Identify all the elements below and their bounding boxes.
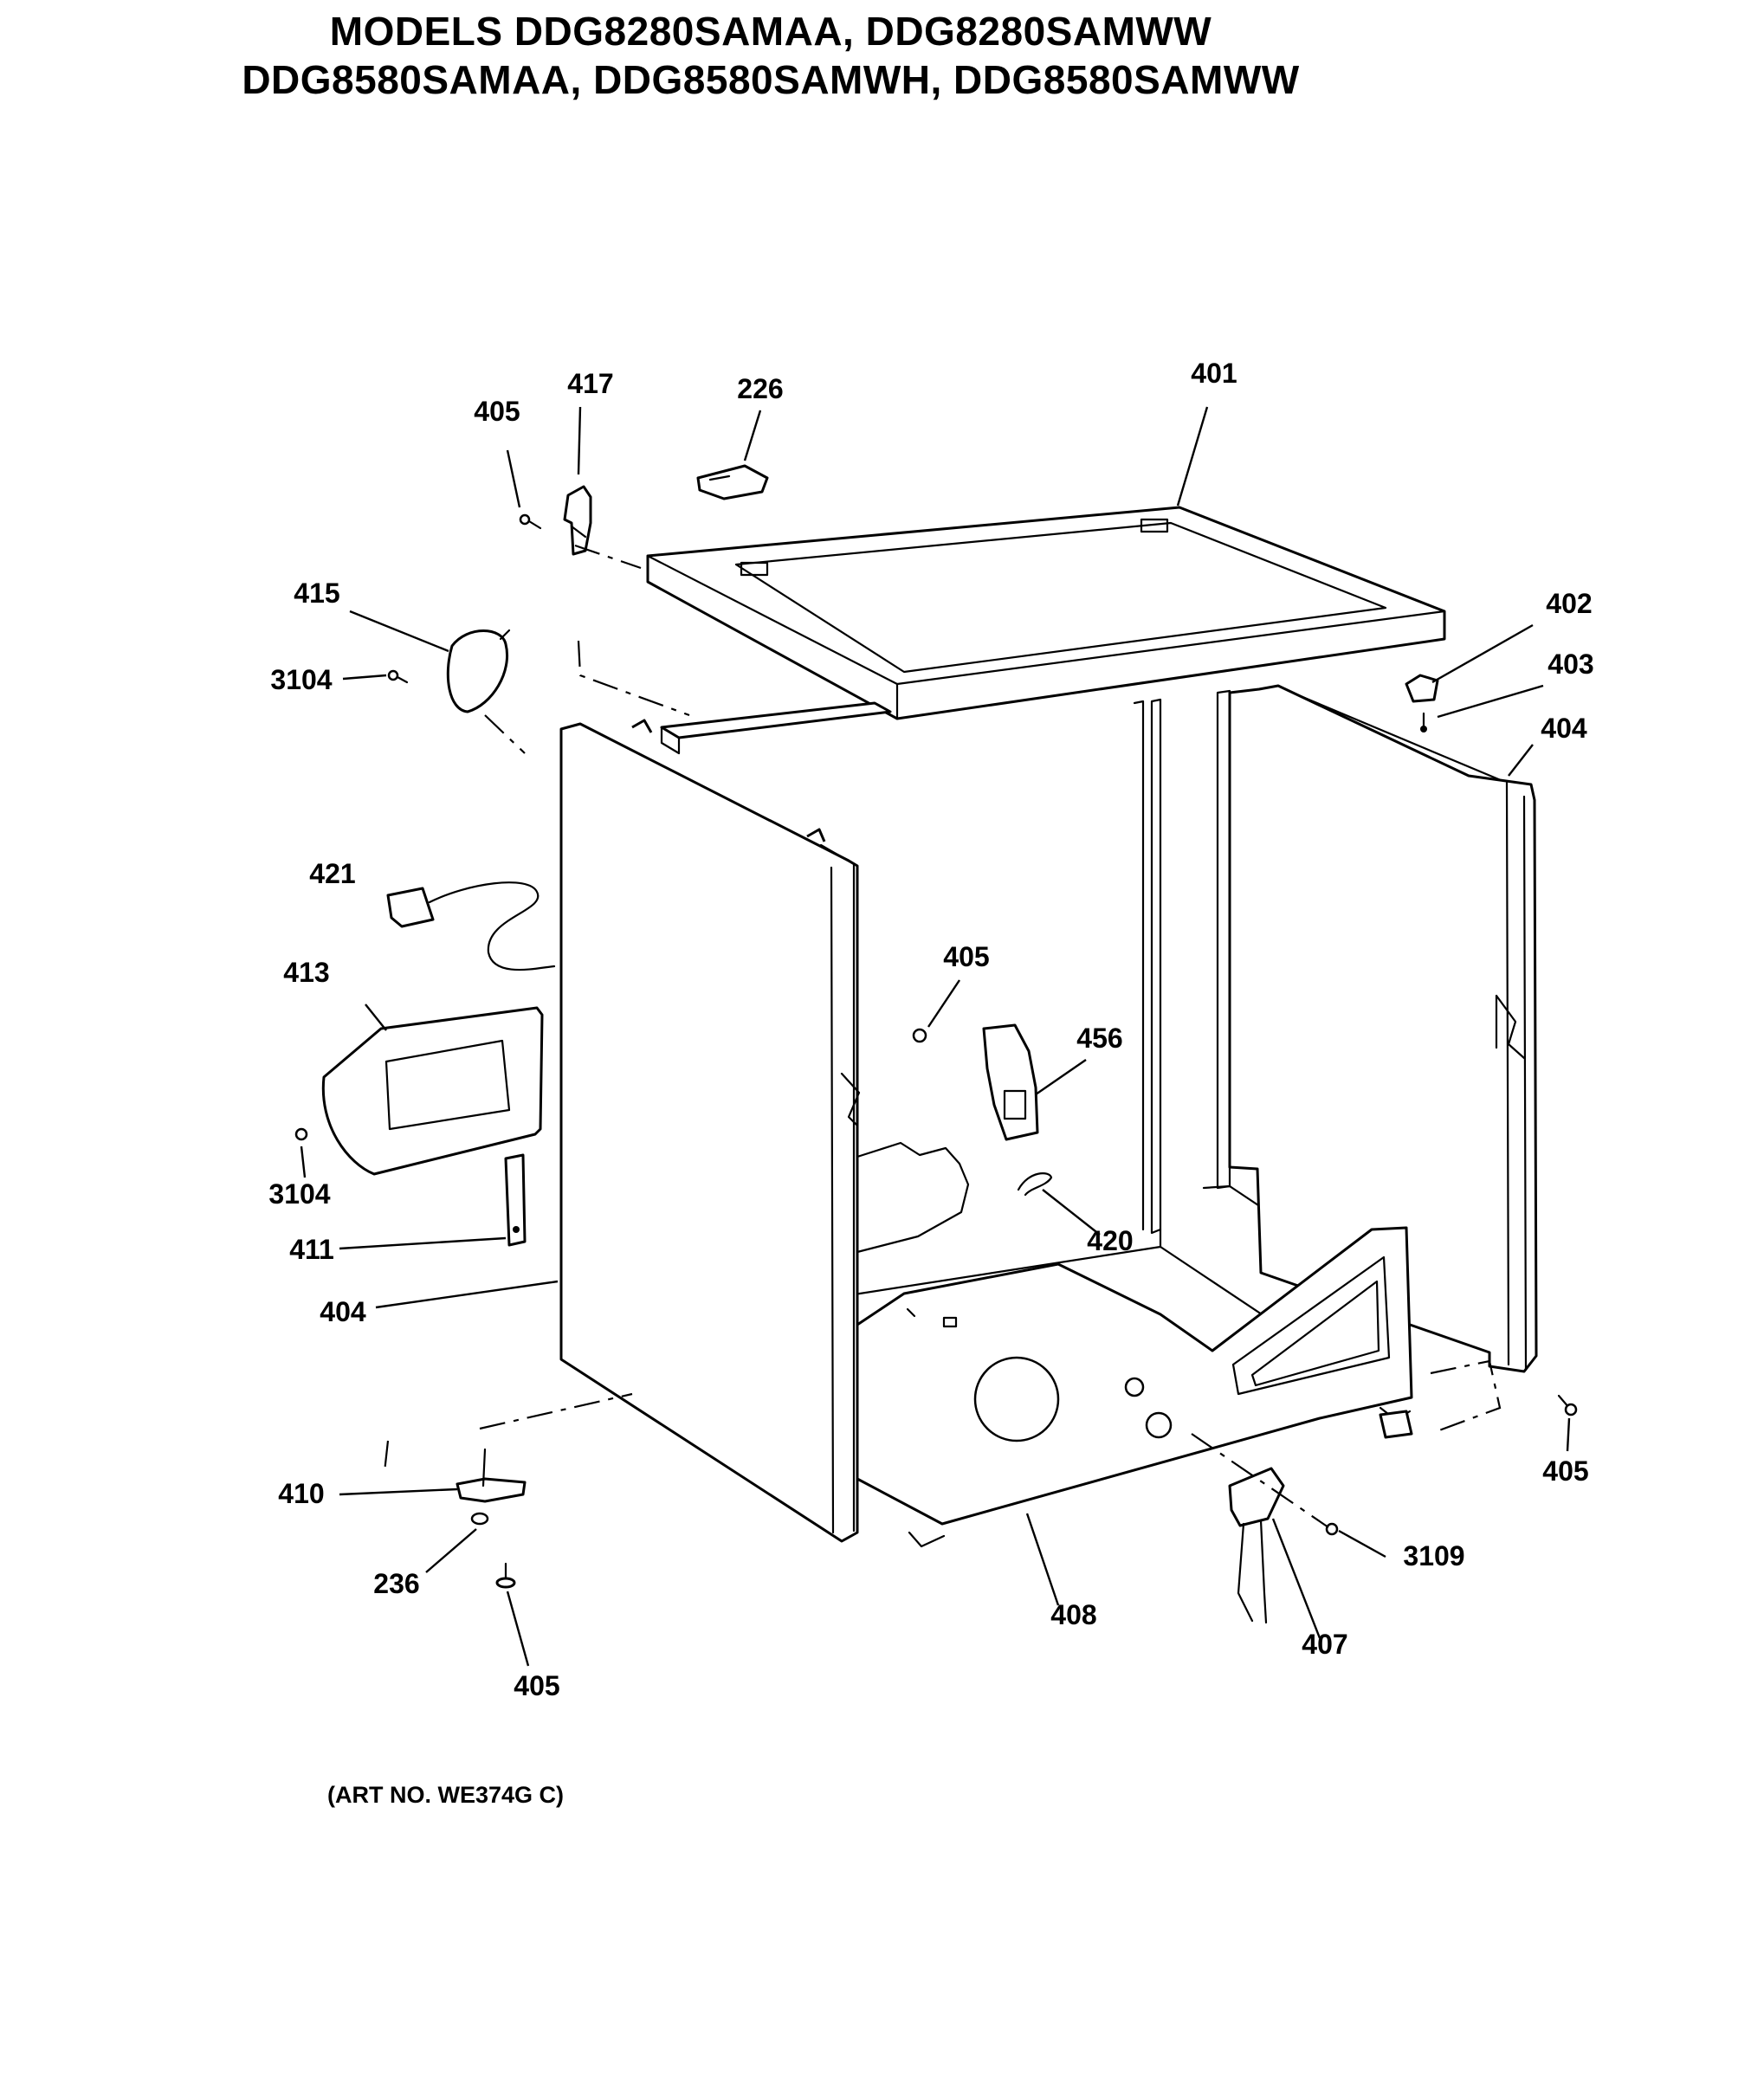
top-panel-401 bbox=[646, 506, 1446, 720]
callout-236: 236 bbox=[373, 1568, 419, 1599]
screw-405-bottom-left bbox=[495, 1562, 516, 1589]
foot-pad bbox=[1379, 1410, 1413, 1439]
bracket-456 bbox=[982, 1023, 1039, 1141]
callout-404-b: 404 bbox=[320, 1296, 366, 1327]
cover-415 bbox=[446, 629, 511, 713]
title-line-2: DDG8580SAMAA, DDG8580SAMWH, DDG8580SAMWW bbox=[242, 57, 1300, 102]
screw-405-mid bbox=[912, 1028, 927, 1043]
callout-405-c: 405 bbox=[1542, 1455, 1588, 1487]
clip-226 bbox=[696, 464, 769, 500]
power-cord-421 bbox=[386, 881, 556, 971]
callout-226: 226 bbox=[737, 373, 783, 404]
shield-413 bbox=[321, 1006, 544, 1176]
assembly-lines bbox=[383, 544, 1502, 1528]
callout-3104-b: 3104 bbox=[268, 1178, 330, 1210]
front-panel-408 bbox=[856, 1226, 1413, 1548]
title-line-1: MODELS DDG8280SAMAA, DDG8280SAMWW bbox=[329, 9, 1212, 54]
callout-402: 402 bbox=[1546, 588, 1592, 619]
callout-413: 413 bbox=[283, 957, 329, 988]
callout-407: 407 bbox=[1302, 1629, 1347, 1660]
screw-3104-top bbox=[387, 669, 409, 684]
art-number-label: (ART NO. WE374G C) bbox=[327, 1782, 565, 1808]
callout-408: 408 bbox=[1050, 1599, 1096, 1630]
callout-405-d: 405 bbox=[514, 1670, 559, 1701]
callout-numbers: 405 417 226 401 415 402 3104 403 404 421… bbox=[268, 358, 1593, 1701]
screw-3104-left bbox=[294, 1127, 308, 1141]
callout-404-a: 404 bbox=[1541, 713, 1587, 744]
callout-417: 417 bbox=[567, 368, 613, 399]
screw-3109 bbox=[1325, 1522, 1339, 1536]
leveling-leg-410 bbox=[456, 1448, 527, 1503]
frame-cutout bbox=[856, 1141, 970, 1254]
callout-456: 456 bbox=[1076, 1023, 1122, 1054]
leader-lines bbox=[300, 406, 1571, 1667]
washer-236 bbox=[470, 1512, 489, 1526]
side-panel-left-404 bbox=[559, 719, 861, 1543]
diagram-title: MODELS DDG8280SAMAA, DDG8280SAMWW DDG858… bbox=[0, 7, 1541, 104]
clip-420 bbox=[1017, 1172, 1053, 1197]
glide-402 bbox=[1405, 674, 1439, 703]
callout-415: 415 bbox=[294, 578, 339, 609]
callout-3104-a: 3104 bbox=[270, 664, 332, 695]
side-panel-right-404 bbox=[1228, 684, 1538, 1373]
callout-421: 421 bbox=[309, 858, 355, 889]
callout-401: 401 bbox=[1191, 358, 1237, 389]
callout-420: 420 bbox=[1087, 1225, 1133, 1256]
callout-403: 403 bbox=[1548, 649, 1593, 680]
callout-405-b: 405 bbox=[943, 941, 989, 972]
screw-403 bbox=[1420, 712, 1427, 732]
bracket-411 bbox=[504, 1153, 527, 1247]
screw-405-top bbox=[519, 513, 542, 530]
callout-3109: 3109 bbox=[1403, 1540, 1464, 1571]
callout-411: 411 bbox=[289, 1234, 334, 1265]
screw-405-bottom-right bbox=[1557, 1394, 1578, 1417]
callout-405-a: 405 bbox=[474, 396, 520, 427]
sensor-407 bbox=[1228, 1467, 1285, 1624]
callout-410: 410 bbox=[278, 1478, 324, 1509]
bracket-417 bbox=[563, 485, 592, 556]
